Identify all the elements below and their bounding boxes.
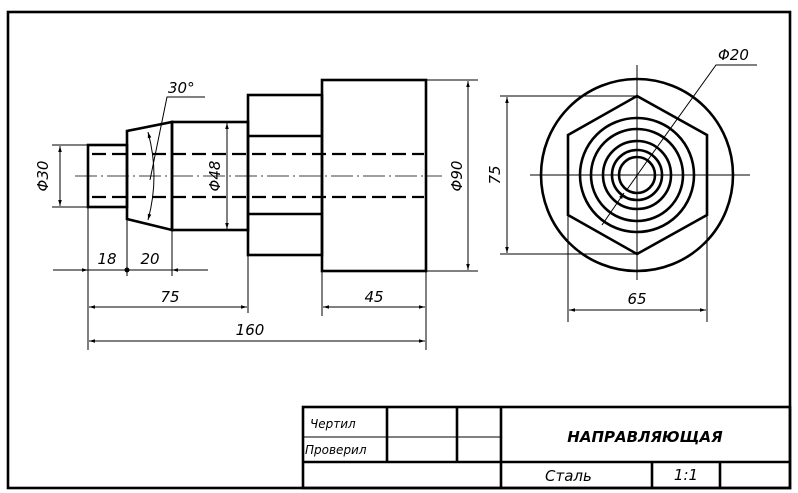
checked-by-label: Проверил [305,443,367,457]
drawn-by-label: Чертил [310,417,356,431]
dim-75: 75 [160,288,179,306]
dim-d20: Φ20 [718,46,749,64]
dim-160: 160 [236,321,265,339]
dim-h75: 75 [486,165,504,184]
dim-d30: Φ30 [34,161,52,192]
title-block: Чертил Проверил НАПРАВЛЯЮЩАЯ Сталь 1:1 [301,405,792,490]
dim-d48: Φ48 [206,161,224,192]
shaft-section-90 [320,78,428,273]
dim-d90: Φ90 [448,161,466,192]
side-view: 75 65 Φ20 [486,46,757,322]
dim-w65: 65 [627,290,646,308]
material: Сталь [545,467,592,485]
drawing-frame [6,10,792,490]
scale: 1:1 [674,466,698,484]
dim-angle: 30° [168,79,195,97]
dim-20: 20 [140,250,159,268]
drawing-title: НАПРАВЛЯЮЩАЯ [567,428,723,446]
dim-18: 18 [97,250,116,268]
hex-section [246,93,324,257]
front-view: Φ30 Φ48 Φ90 30° 18 20 75 45 160 [34,78,478,350]
dim-45: 45 [364,288,383,306]
